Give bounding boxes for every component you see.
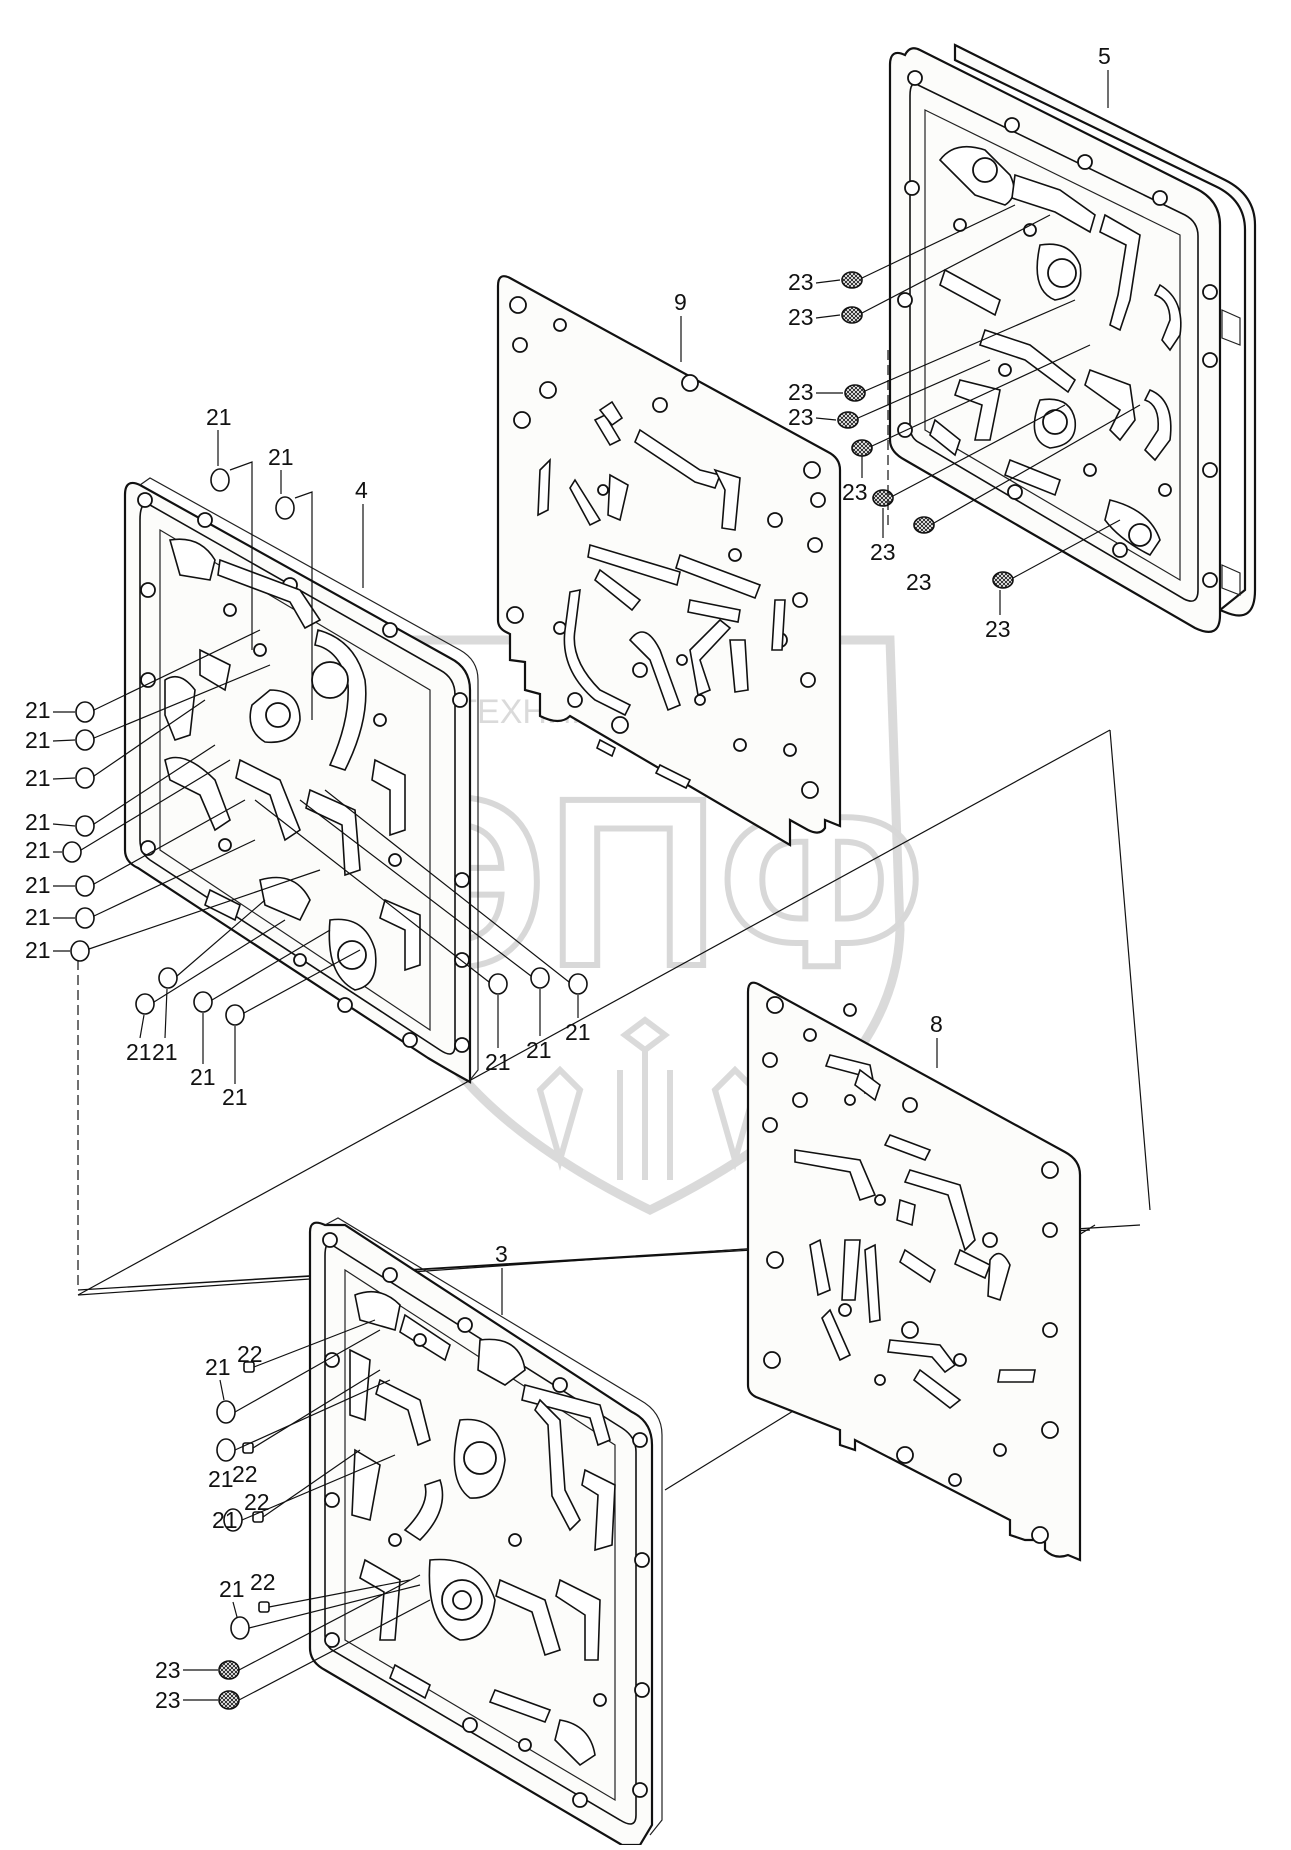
callout-23-f: 23 — [870, 539, 896, 565]
callout-label-3: 3 — [495, 1241, 508, 1267]
callout-label-4: 4 — [355, 477, 368, 503]
callout-21-n: 21 — [222, 1084, 248, 1110]
callout-21-r: 21 — [205, 1354, 231, 1380]
callout-23-a: 23 — [788, 269, 814, 295]
callouts-part-3: 21 22 21 22 21 22 21 22 23 23 — [155, 1341, 276, 1713]
callout-23-h: 23 — [985, 616, 1011, 642]
callout-21-h: 21 — [25, 872, 51, 898]
callout-23-c: 23 — [788, 379, 814, 405]
plug-group-part-4 — [62, 461, 588, 1026]
callout-21-c: 21 — [25, 697, 51, 723]
callout-23-e: 23 — [842, 479, 868, 505]
valve-body-part-5[interactable] — [888, 43, 1257, 633]
callout-label-8: 8 — [930, 1011, 943, 1037]
callout-21-q: 21 — [565, 1019, 591, 1045]
callout-21-b: 21 — [268, 444, 294, 470]
plug-spring-group-part-3 — [216, 1319, 431, 1710]
callout-21-i: 21 — [25, 904, 51, 930]
callout-22-c: 22 — [244, 1489, 270, 1515]
callout-21-u: 21 — [219, 1576, 245, 1602]
callout-21-g: 21 — [25, 837, 51, 863]
callout-21-s: 21 — [208, 1466, 234, 1492]
valve-body-part-4[interactable] — [123, 477, 479, 1084]
part-8-slots — [794, 1054, 1036, 1410]
callout-21-j: 21 — [25, 937, 51, 963]
part-3-bolt-holes — [322, 1232, 650, 1808]
valve-body-part-3[interactable] — [308, 1217, 663, 1847]
separator-plate-part-8[interactable] — [746, 981, 1082, 1562]
callout-23-d: 23 — [788, 404, 814, 430]
callout-label-9: 9 — [674, 289, 687, 315]
callouts-23-upper: 23 23 23 23 23 23 23 23 — [788, 269, 1011, 642]
callout-21-o: 21 — [485, 1049, 511, 1075]
callout-21-t: 21 — [212, 1507, 238, 1533]
callout-21-m: 21 — [190, 1064, 216, 1090]
separator-plate-part-9[interactable] — [496, 275, 842, 847]
callout-23-i: 23 — [155, 1657, 181, 1683]
callout-21-a: 21 — [206, 404, 232, 430]
part-4-bolt-holes — [137, 492, 470, 1053]
part-9-slots — [537, 400, 786, 790]
callout-23-b: 23 — [788, 304, 814, 330]
callout-23-g: 23 — [906, 569, 932, 595]
callouts-21-part-4: 21 21 21 21 21 21 21 21 21 21 21 21 21 2… — [25, 404, 591, 1110]
callout-21-k: 21 — [126, 1039, 152, 1065]
callout-label-5: 5 — [1098, 43, 1111, 69]
spring-22-d — [258, 1601, 270, 1613]
part-5-oil-passages — [929, 145, 1182, 557]
part-8-holes — [762, 996, 1059, 1544]
callout-22-d: 22 — [250, 1569, 276, 1595]
callout-21-p: 21 — [526, 1037, 552, 1063]
callout-22-b: 22 — [232, 1461, 258, 1487]
callout-21-f: 21 — [25, 809, 51, 835]
callout-21-l: 21 — [152, 1039, 178, 1065]
callout-21-e: 21 — [25, 765, 51, 791]
part-9-holes — [506, 296, 826, 799]
part-5-bolt-holes — [897, 70, 1218, 588]
callout-23-j: 23 — [155, 1687, 181, 1713]
callout-21-d: 21 — [25, 727, 51, 753]
callout-22-a: 22 — [237, 1341, 263, 1367]
part-3-oil-passages — [349, 1290, 616, 1767]
